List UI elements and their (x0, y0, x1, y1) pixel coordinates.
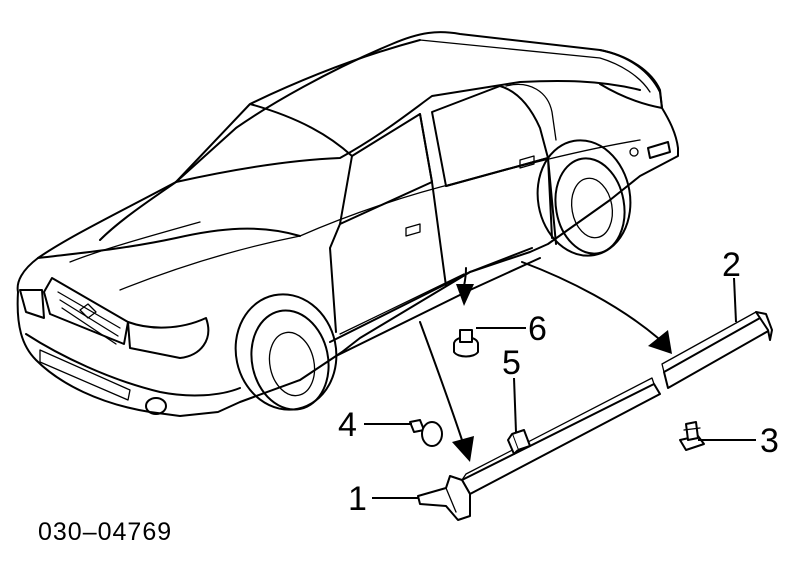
rear-marker (629, 147, 639, 157)
arrow-to-rear-sill (521, 261, 659, 339)
arrow-to-front-sill-head (452, 436, 474, 462)
front-door-line (329, 113, 447, 333)
headlight-left (19, 289, 45, 319)
belt-line (299, 139, 641, 237)
rear-wheel-arch (536, 139, 632, 257)
parts (409, 311, 773, 521)
leader-2 (733, 277, 737, 323)
rocker-panel (329, 247, 541, 357)
front-wheel-rim (268, 331, 316, 397)
rear-sill-end-cap (755, 311, 773, 341)
clip-part-6 (453, 329, 479, 358)
fog-light (145, 397, 167, 415)
install-arrows (419, 261, 672, 462)
trunk-lid (599, 49, 663, 109)
callout-numbers: 1 2 3 4 5 6 (338, 246, 779, 518)
sedan-illustration (16, 31, 679, 417)
arrow-to-front-sill (419, 321, 463, 441)
callout-3: 3 (760, 422, 779, 460)
door-handles (405, 155, 535, 237)
hood-crease (69, 221, 301, 291)
arrow-to-clip (463, 267, 467, 287)
rear-wheel-rim (570, 177, 614, 239)
clip-part-3 (679, 421, 705, 451)
front-door-window (339, 113, 433, 225)
arrow-to-rear-sill-head (648, 330, 672, 354)
tail-light (647, 141, 671, 159)
bumper-intake (39, 349, 131, 401)
front-sill-molding (461, 383, 661, 495)
rear-door-window (431, 85, 549, 187)
headlight (127, 317, 210, 359)
sill-molding-on-car (339, 273, 465, 335)
leader-5 (513, 377, 517, 433)
front-sill-end-bracket (417, 475, 471, 521)
rear-sill-molding (663, 317, 771, 389)
rear-wheel-tire (554, 157, 626, 255)
grommet-part-4 (409, 419, 443, 447)
roof-line (175, 79, 641, 183)
front-sill-molding-top (461, 377, 655, 481)
part-code: 030–04769 (38, 518, 172, 546)
callout-5: 5 (502, 344, 521, 382)
callout-1: 1 (348, 480, 367, 518)
front-wheel-arch (234, 293, 338, 411)
front-bumper (25, 333, 241, 397)
callout-6: 6 (528, 310, 547, 348)
front-sill-end-detail (445, 487, 457, 513)
hood (37, 181, 301, 259)
front-grille (43, 277, 129, 345)
grille-emblem (79, 303, 97, 319)
callout-2: 2 (722, 246, 741, 284)
callout-4: 4 (338, 406, 357, 444)
quarter-window (505, 83, 557, 141)
arrow-to-clip-head (456, 284, 474, 306)
retainer-part-5 (507, 429, 531, 455)
roof-top (419, 39, 651, 93)
front-wheel-tire (250, 309, 330, 411)
windshield (175, 39, 421, 183)
leader-lines (364, 277, 756, 499)
